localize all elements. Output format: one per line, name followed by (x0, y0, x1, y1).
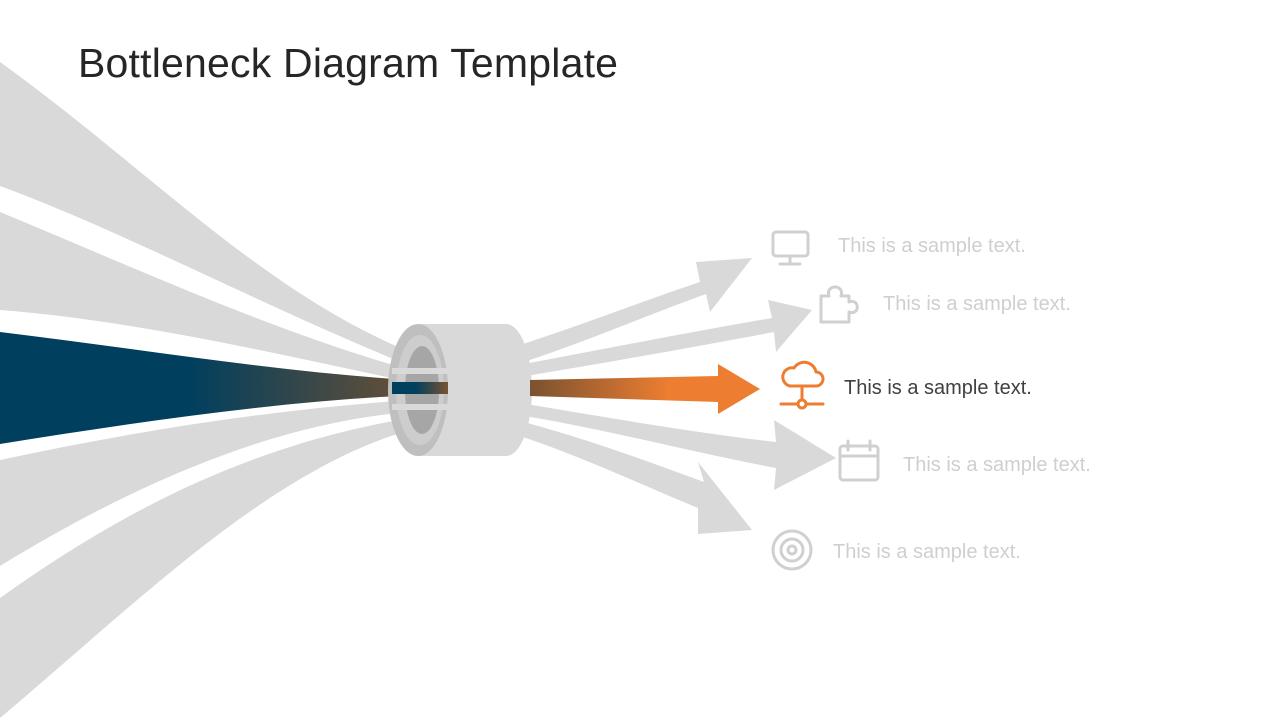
incoming-stream-1 (0, 62, 410, 366)
incoming-stream-3 (0, 400, 410, 566)
outgoing-arrow-4 (524, 404, 836, 490)
outgoing-arrow-1 (520, 258, 752, 362)
incoming-streams (0, 62, 410, 718)
item-label-1: This is a sample text. (838, 235, 1026, 257)
item-label-2: This is a sample text. (883, 293, 1071, 315)
bottleneck-ring (388, 324, 532, 456)
monitor-icon (771, 230, 810, 266)
incoming-stream-2 (0, 212, 410, 382)
calendar-icon (838, 439, 880, 482)
outgoing-arrows (520, 258, 836, 534)
highlighted-outgoing-arrow (530, 364, 760, 414)
target-icon (771, 529, 813, 571)
incoming-stream-4 (0, 418, 410, 718)
item-label-4: This is a sample text. (903, 454, 1091, 476)
highlighted-incoming-stream (0, 332, 448, 444)
cloud-network-icon (779, 360, 825, 410)
item-label-5: This is a sample text. (833, 541, 1021, 563)
item-label-3-active: This is a sample text. (844, 377, 1032, 399)
outgoing-arrow-5 (520, 422, 752, 534)
slide-title: Bottleneck Diagram Template (78, 40, 619, 86)
puzzle-piece-icon (819, 285, 859, 324)
outgoing-arrow-2 (524, 300, 812, 376)
